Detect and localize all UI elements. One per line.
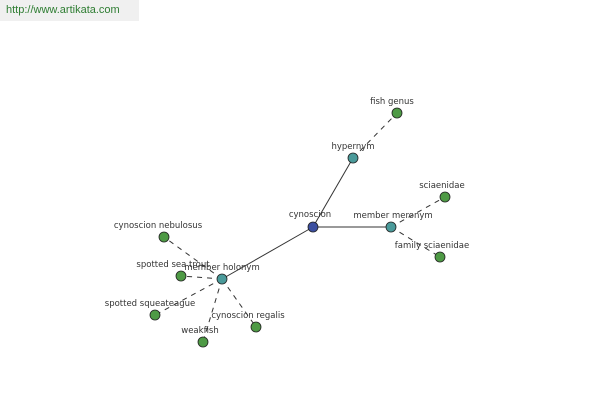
node-label-spotted-sea-trout: spotted sea trout <box>136 260 210 270</box>
watermark-url: http://www.artikata.com <box>0 0 139 21</box>
edge-member-holonym-to-spotted-sea-trout <box>180 275 223 280</box>
node-label-spotted-squeateague: spotted squeateague <box>105 299 195 309</box>
edge-member-holonym-to-weakfish <box>202 278 223 343</box>
node-weakfish[interactable] <box>197 336 209 348</box>
node-label-member-holonym: member holonym <box>184 263 259 273</box>
node-label-cynoscion: cynoscion <box>289 210 331 220</box>
node-label-member-meronym: member meronym <box>353 211 432 221</box>
node-label-weakfish: weakfish <box>181 326 218 336</box>
node-spotted-sea-trout[interactable] <box>175 270 187 282</box>
node-label-fish-genus: fish genus <box>370 97 414 107</box>
edge-hypernym-to-fish-genus <box>352 112 398 159</box>
node-spotted-squeateague[interactable] <box>149 309 161 321</box>
node-fish-genus[interactable] <box>391 107 403 119</box>
node-label-cynoscion-nebulosus: cynoscion nebulosus <box>114 221 203 231</box>
label-layer: cynoscion hypernym fish genus member merony… <box>105 97 469 336</box>
edge-cynoscion-to-hypernym <box>312 157 354 228</box>
edge-member-meronym-to-sciaenidae <box>390 196 446 228</box>
edge-member-holonym-to-spotted-squeateague <box>154 278 223 316</box>
node-sciaenidae[interactable] <box>439 191 451 203</box>
node-member-meronym[interactable] <box>385 221 397 233</box>
node-label-cynoscion-regalis: cynoscion regalis <box>211 311 285 321</box>
edge-member-holonym-to-cynoscion-nebulosus <box>163 236 223 280</box>
node-cynoscion-regalis[interactable] <box>250 321 262 333</box>
node-label-sciaenidae: sciaenidae <box>419 181 464 191</box>
node-cynoscion[interactable] <box>307 221 319 233</box>
node-cynoscion-nebulosus[interactable] <box>158 231 170 243</box>
node-hypernym[interactable] <box>347 152 359 164</box>
node-label-hypernym: hypernym <box>331 142 374 152</box>
node-label-family-sciaenidae: family sciaenidae <box>395 241 469 251</box>
node-layer <box>149 107 451 348</box>
node-family-sciaenidae[interactable] <box>434 251 446 263</box>
node-member-holonym[interactable] <box>216 273 228 285</box>
edge-layer <box>154 112 446 343</box>
edge-cynoscion-to-member-holonym <box>221 226 314 280</box>
